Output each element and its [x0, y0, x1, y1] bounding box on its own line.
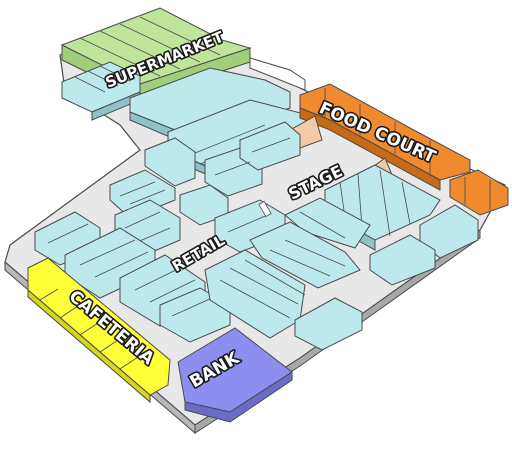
shop-grid	[47, 223, 213, 317]
food-court-side	[299, 107, 441, 191]
shops-far-right[interactable]	[369, 204, 479, 286]
zone-food-court[interactable]	[299, 83, 509, 216]
shops-top-right-strip[interactable]	[249, 57, 306, 91]
shop-block	[369, 234, 436, 286]
cafeteria-grid	[39, 288, 139, 370]
shops-upper-left[interactable]	[61, 61, 141, 121]
shop-grid	[124, 211, 346, 277]
shops-center-cluster-a[interactable]	[204, 121, 301, 197]
shop-grid	[214, 137, 291, 176]
shop-grid	[219, 259, 306, 319]
bank-front	[184, 371, 293, 423]
shop-block	[249, 221, 361, 289]
shop-block	[239, 121, 301, 171]
zone-cafeteria[interactable]	[27, 257, 171, 404]
shop-block	[294, 297, 363, 351]
shop-grid	[74, 65, 131, 93]
shops-center-large[interactable]	[204, 249, 363, 351]
supermarket-grid	[79, 16, 221, 77]
shop-block	[144, 137, 196, 187]
shop-grid	[119, 181, 166, 205]
food-court-annex	[449, 169, 509, 216]
food-court-grid	[324, 88, 491, 210]
corridor-block	[249, 57, 306, 91]
cafeteria-front	[27, 288, 151, 404]
stage-marker	[258, 200, 272, 218]
zone-bank[interactable]	[177, 327, 293, 423]
